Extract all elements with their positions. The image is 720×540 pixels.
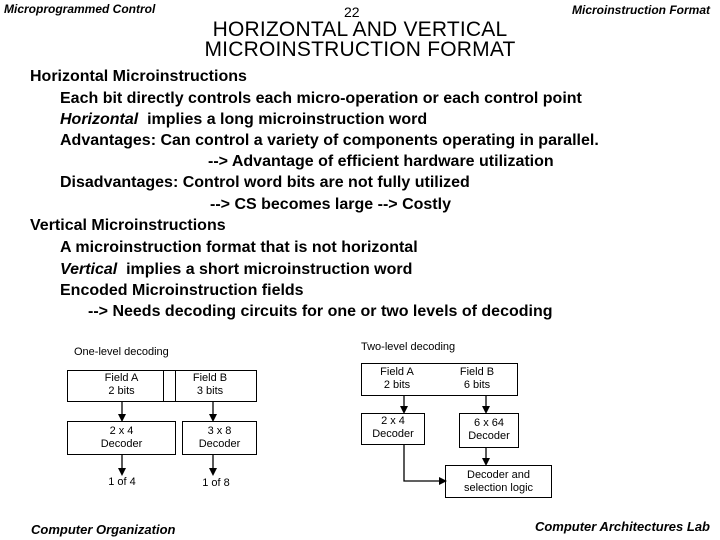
decoder-size: 3 x 8 xyxy=(207,425,232,437)
horizontal-point-2-text: implies a long microinstruction word xyxy=(138,111,428,128)
arrow-two-level-a-2 xyxy=(403,445,447,485)
decoder-name: Decoder xyxy=(198,438,241,450)
two-level-field-a: Field A 2 bits xyxy=(364,366,430,392)
field-b-name: Field B xyxy=(459,366,495,378)
one-level-field-b-box: Field B 3 bits xyxy=(163,370,257,402)
two-level-fields-box: Field A 2 bits Field B 6 bits xyxy=(361,363,518,396)
logic-line-1: Decoder and xyxy=(467,469,530,481)
logic-line-2: selection logic xyxy=(463,482,534,494)
vertical-point-4: --> Needs decoding circuits for one or t… xyxy=(88,303,553,320)
decoder-size: 6 x 64 xyxy=(474,417,504,429)
footer-right: Computer Architectures Lab xyxy=(534,519,710,534)
horizontal-point-1: Each bit directly controls each micro-op… xyxy=(60,90,582,107)
decoder-name: Decoder xyxy=(372,428,414,440)
one-level-3x8-decoder: 3 x 8 Decoder xyxy=(182,421,257,455)
vertical-point-3: Encoded Microinstruction fields xyxy=(60,282,304,299)
vertical-italic-term: Vertical xyxy=(60,261,118,278)
horizontal-heading: Horizontal Microinstructions xyxy=(30,68,247,85)
horizontal-disadvantages: Disadvantages: Control word bits are not… xyxy=(60,174,470,191)
vertical-point-1: A microinstruction format that is not ho… xyxy=(60,239,418,256)
decoder-and-selection-logic-box: Decoder and selection logic xyxy=(445,465,552,498)
decoder-size: 2 x 4 xyxy=(109,425,134,437)
horizontal-disadvantage-note: --> CS becomes large --> Costly xyxy=(210,196,451,213)
two-level-field-b: Field B 6 bits xyxy=(452,366,502,392)
horizontal-advantages: Advantages: Can control a variety of com… xyxy=(60,132,599,149)
two-level-6x64-decoder: 6 x 64 Decoder xyxy=(459,413,519,448)
vertical-point-2-text: implies a short microinstruction word xyxy=(117,261,413,278)
horizontal-point-2: Horizontal implies a long microinstructi… xyxy=(60,110,427,129)
header-right-title: Microinstruction Format xyxy=(571,3,710,17)
slide-title-line-2: MICROINSTRUCTION FORMAT xyxy=(204,40,516,60)
decoder-name: Decoder xyxy=(100,438,143,450)
field-a-size: 2 bits xyxy=(108,385,135,397)
field-b-size: 6 bits xyxy=(463,379,491,391)
header-left-title: Microprogrammed Control xyxy=(4,2,156,16)
footer-left: Computer Organization xyxy=(31,522,176,537)
vertical-point-2: Vertical implies a short microinstructio… xyxy=(60,260,412,279)
field-a-size: 2 bits xyxy=(383,379,411,391)
decoder-name: Decoder xyxy=(468,430,510,442)
one-level-output-1-of-4: 1 of 4 xyxy=(108,476,136,488)
one-level-label: One-level decoding xyxy=(74,346,169,358)
two-level-2x4-decoder: 2 x 4 Decoder xyxy=(361,413,425,445)
vertical-heading: Vertical Microinstructions xyxy=(30,217,226,234)
two-level-label: Two-level decoding xyxy=(361,341,456,353)
field-b-name: Field B xyxy=(192,372,228,384)
one-level-output-1-of-8: 1 of 8 xyxy=(202,477,230,489)
horizontal-advantage-note: --> Advantage of efficient hardware util… xyxy=(208,153,554,170)
one-level-2x4-decoder: 2 x 4 Decoder xyxy=(67,421,176,455)
field-a-name: Field A xyxy=(380,366,414,378)
page-number: 22 xyxy=(344,4,360,20)
field-a-name: Field A xyxy=(104,372,139,384)
decoder-size: 2 x 4 xyxy=(381,415,405,427)
one-level-field-a-box: Field A 2 bits xyxy=(67,370,176,402)
horizontal-italic-term: Horizontal xyxy=(60,111,139,128)
slide-title-line-1: HORIZONTAL AND VERTICAL xyxy=(212,18,508,41)
field-b-size: 3 bits xyxy=(196,385,224,397)
